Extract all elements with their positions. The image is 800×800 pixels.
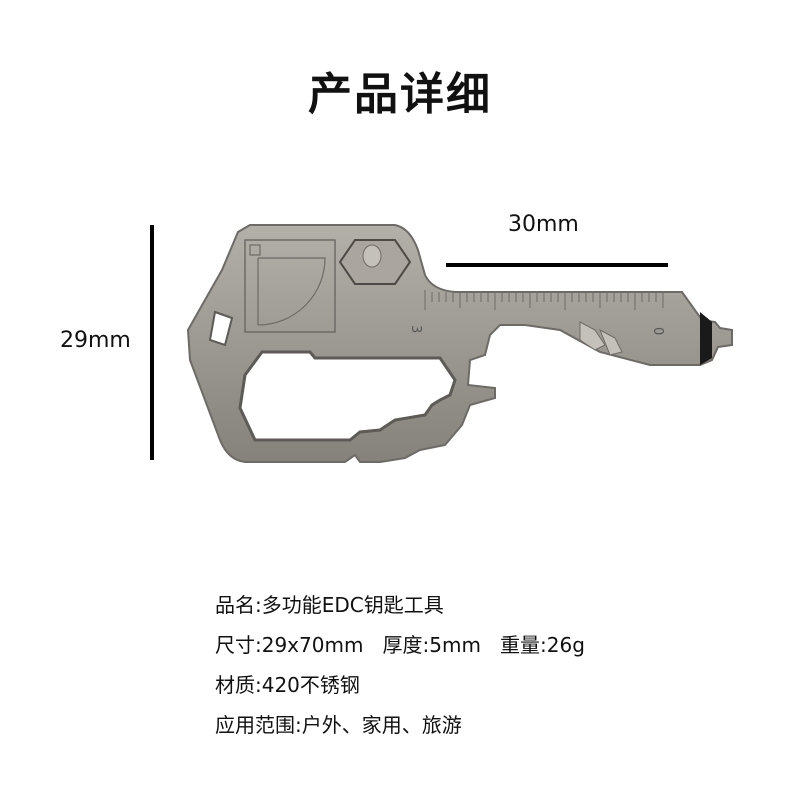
spec-usage: 应用范围:户外、家用、旅游 xyxy=(215,713,462,737)
spec-list: 品名:多功能EDC钥匙工具 尺寸:29x70mm 厚度:5mm 重量:26g 材… xyxy=(215,585,585,745)
spec-size-row: 尺寸:29x70mm 厚度:5mm 重量:26g xyxy=(215,625,585,665)
edc-key-tool-icon: 3 0 xyxy=(186,224,733,463)
scale-mark-3: 3 xyxy=(408,325,423,333)
product-image: 3 0 xyxy=(180,215,740,475)
length-dimension-label: 30mm xyxy=(508,212,579,237)
height-dimension-line xyxy=(150,225,154,460)
spec-name: 品名:多功能EDC钥匙工具 xyxy=(215,593,444,617)
spec-thickness: 厚度:5mm xyxy=(382,633,481,657)
height-dimension-label: 29mm xyxy=(60,328,131,353)
spec-weight: 重量:26g xyxy=(500,633,585,657)
spec-size: 尺寸:29x70mm xyxy=(215,633,364,657)
page-title: 产品详细 xyxy=(308,69,492,120)
spec-material: 材质:420不锈钢 xyxy=(215,673,360,697)
length-dimension-line xyxy=(446,263,668,267)
scale-mark-0: 0 xyxy=(650,327,665,335)
